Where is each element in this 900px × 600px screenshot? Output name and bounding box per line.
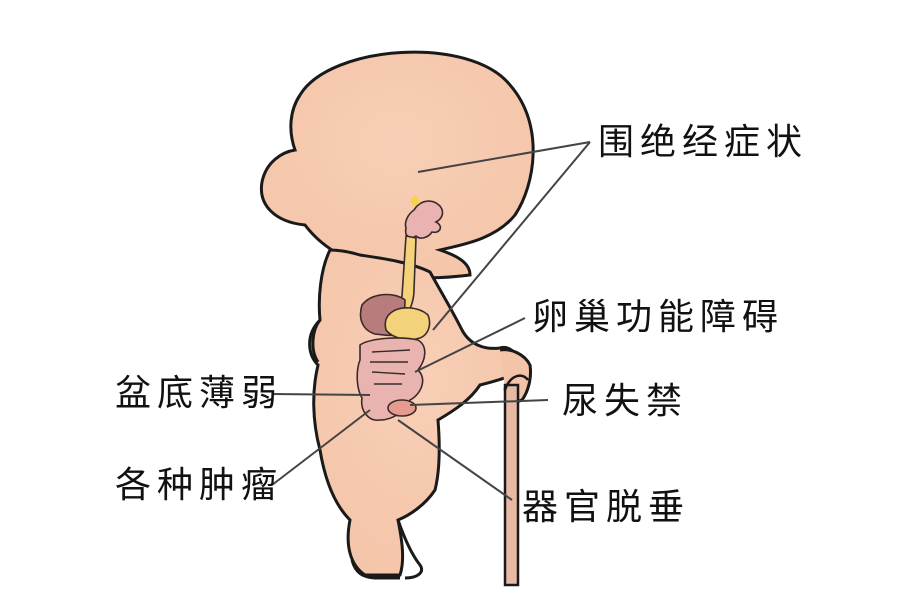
- body-silhouette: [259, 50, 535, 580]
- walking-cane: [503, 374, 529, 587]
- thyroid-icon: [410, 195, 420, 207]
- label-urinary-incontinence: 尿失禁: [562, 381, 689, 422]
- label-pelvic-floor-weakness: 盆底薄弱: [115, 373, 284, 414]
- label-menopause-symptoms: 围绝经症状: [598, 122, 809, 163]
- label-organ-prolapse: 器官脱垂: [522, 487, 691, 528]
- throat-icon: [404, 200, 444, 239]
- label-ovarian-dysfunction: 卵巢功能障碍: [532, 297, 785, 338]
- label-various-tumors: 各种肿瘤: [115, 465, 284, 506]
- organs: [356, 195, 444, 421]
- leader-lines: [271, 141, 591, 501]
